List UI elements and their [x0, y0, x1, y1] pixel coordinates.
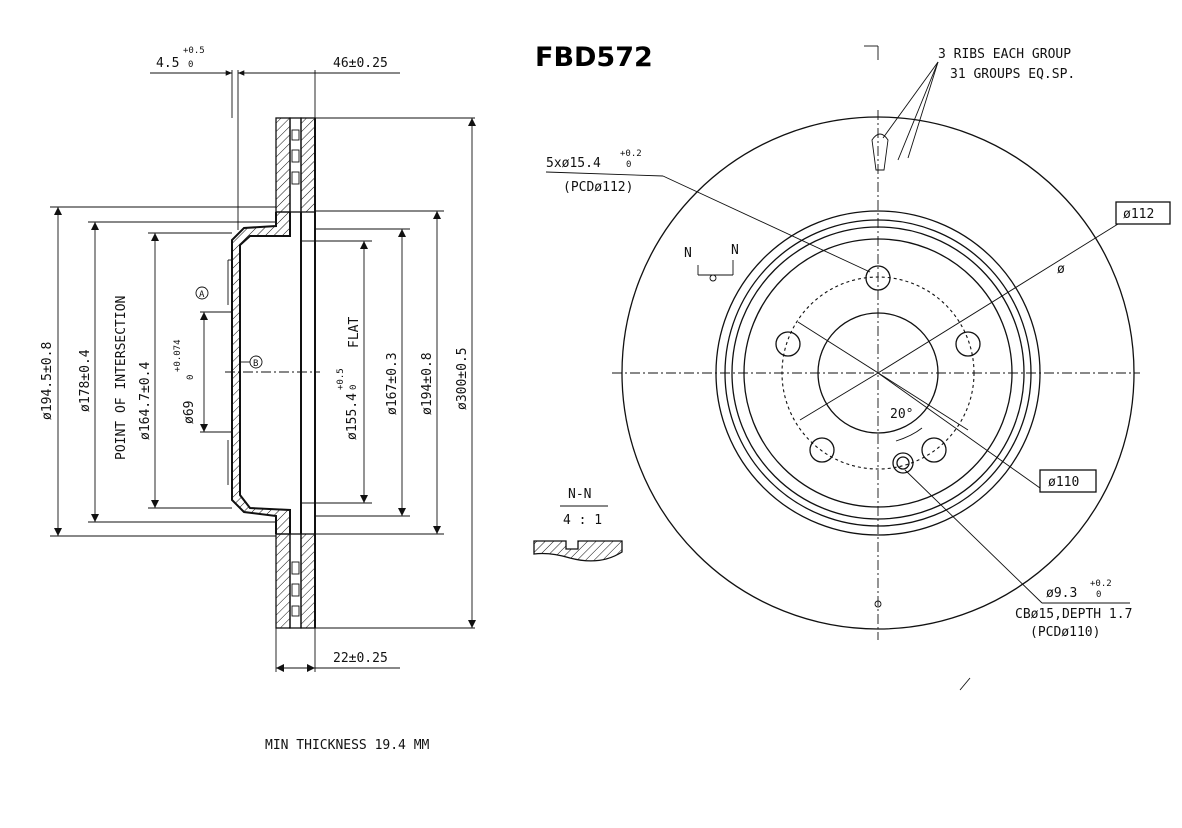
bolt-holes-tol-lower: 0: [626, 160, 631, 170]
section-detail-scale: 4 : 1: [563, 513, 602, 528]
dim-d178: ø178±0.4: [78, 349, 93, 412]
section-profile: [533, 540, 623, 562]
outer-edge: [621, 116, 1135, 630]
small-hole-tol-upper: +0.2: [1090, 579, 1112, 589]
counterbore-pcd: (PCDø110): [1030, 625, 1100, 640]
dim-d167: ø167±0.3: [385, 352, 400, 415]
dim-overall-height: 46±0.25: [333, 56, 388, 71]
pcd110-label: ø110: [1048, 475, 1079, 490]
datum-b: B: [253, 359, 258, 369]
small-hole-label: ø9.3: [1046, 586, 1077, 601]
inner-plate-upper: [300, 117, 316, 213]
dim-d164-7: ø164.7±0.4: [138, 362, 153, 440]
side-view: 4.5 +0.5 0 46±0.25: [40, 46, 476, 753]
part-number-title: FBD572: [535, 42, 653, 73]
inner-plate-lower: [300, 533, 316, 629]
bolt-holes-label: 5xø15.4: [546, 156, 601, 171]
dim-d300: ø300±0.5: [455, 347, 470, 410]
dim-d69-tol-upper: +0.074: [173, 339, 183, 372]
section-mark-left: N: [684, 246, 692, 261]
dim-d155-4-tol-lower: 0: [349, 385, 359, 390]
pcd112-label: ø112: [1123, 207, 1154, 222]
pcd112-box: [1115, 201, 1171, 225]
small-diameter-symbol: ø: [1057, 262, 1065, 277]
section-mark-right: N: [731, 243, 739, 258]
outer-plate-upper: [275, 117, 291, 213]
small-hole: [892, 452, 914, 474]
dim-hat-offset: 4.5: [156, 56, 179, 71]
dim-d69: ø69: [182, 401, 197, 424]
front-view: N N 3 RIBS EACH GROUP 31 GROUPS EQ.SP. 5…: [545, 45, 1171, 691]
counterbore-label: CBø15,DEPTH 1.7: [1015, 607, 1132, 622]
dim-d69-tol-lower: 0: [186, 375, 196, 380]
dim-hat-offset-tol-upper: +0.5: [183, 46, 205, 56]
dim-d155-4-tol-upper: +0.5: [336, 368, 346, 390]
ribs-note-line1: 3 RIBS EACH GROUP: [938, 47, 1071, 62]
small-hole-tol-lower: 0: [1096, 590, 1101, 600]
outer-plate-lower: [275, 533, 291, 629]
flat-label: FLAT: [347, 317, 362, 348]
dim-d155-4: ø155.4: [345, 393, 360, 440]
bolt-holes-pcd: (PCDø112): [563, 180, 633, 195]
ribs-note-line2: 31 GROUPS EQ.SP.: [950, 67, 1075, 82]
section-detail-label: N-N: [568, 487, 591, 502]
bolt-holes: [775, 265, 981, 463]
dim-disc-thickness: 22±0.25: [333, 651, 388, 666]
center-bore: [817, 312, 939, 434]
angle-label: 20°: [890, 407, 913, 422]
section-detail: N-N 4 : 1: [533, 487, 623, 562]
datum-a: A: [199, 290, 205, 300]
dim-d194: ø194±0.8: [420, 352, 435, 415]
dim-d194-5: ø194.5±0.8: [40, 342, 55, 420]
bolt-holes-tol-upper: +0.2: [620, 149, 642, 159]
min-thickness-note: MIN THICKNESS 19.4 MM: [265, 738, 430, 753]
pcd110-box: [1039, 469, 1097, 493]
point-of-intersection-label: POINT OF INTERSECTION: [114, 296, 129, 460]
dim-hat-offset-tol-lower: 0: [188, 60, 193, 70]
